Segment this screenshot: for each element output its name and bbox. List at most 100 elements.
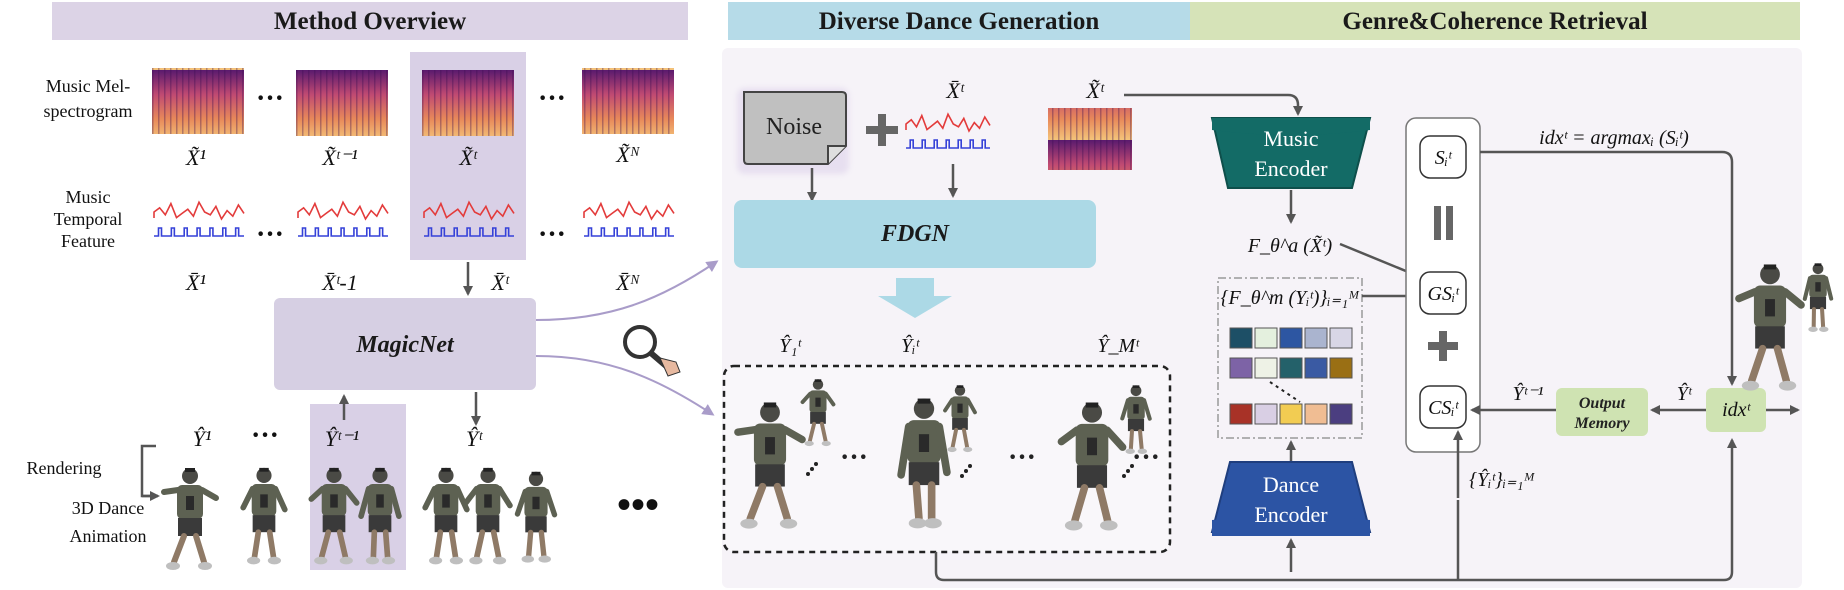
noise-label: Noise [766, 114, 822, 140]
temporal-feature-t-minus-1 [297, 200, 389, 237]
generation-mel-label: X̃ᵗ [1085, 78, 1104, 103]
fdgn-label: FDGN [880, 221, 951, 247]
temporal-ellipsis-1: ··· [256, 219, 284, 250]
magicnet-label: MagicNet [355, 332, 455, 358]
selected-dancer-small [1802, 263, 1834, 332]
feature-swatch-r3-c2 [1254, 403, 1278, 425]
spectrogram-1 [152, 68, 244, 134]
temporal-index-t: X̄ᵗ [490, 270, 509, 295]
method-overview-title: Method Overview [274, 8, 466, 35]
mel-index-t: X̃ᵗ [458, 145, 477, 170]
dance-encoder-label-1: Dance [1263, 472, 1319, 497]
spectrogram-n [582, 68, 674, 134]
magicnet-box: MagicNet [274, 298, 536, 390]
idx-box: idxᵗ [1706, 388, 1766, 432]
temporal-ellipsis-2: ··· [538, 219, 566, 250]
mel-label-line2: spectrogram [44, 101, 133, 121]
temporal-label-line2: Temporal [54, 209, 123, 229]
header-genre-retrieval: Genre&Coherence Retrieval [1190, 2, 1800, 40]
mel-ellipsis-1: ··· [256, 83, 284, 114]
output-label-t: Ŷᵗ [466, 426, 483, 451]
feature-swatch-r2-c4 [1304, 357, 1328, 379]
feature-swatch-r2-c3 [1279, 357, 1303, 379]
parallel-icon [1434, 206, 1453, 240]
output-memory: Output Memory [1556, 388, 1648, 436]
motion-feature-box [1217, 277, 1363, 439]
cs-score-box: CSᵢᵗ [1419, 385, 1467, 429]
animation-label-line2: Animation [70, 526, 147, 546]
motion-feature-label: {F_θ^m (Yᵢᵗ)}ᵢ₌₁ᴹ [1221, 287, 1361, 309]
dance-encoder: Dance Encoder [1210, 461, 1372, 536]
idx-formula: idxᵗ = argmaxᵢ (Sᵢᵗ) [1539, 127, 1689, 149]
generation-temporal-label: X̄ᵗ [945, 78, 964, 103]
s-score-box: Sᵢᵗ [1419, 135, 1467, 179]
plus-icon-score [1428, 331, 1458, 361]
gs-score-box: GSᵢᵗ [1419, 271, 1467, 315]
music-encoder-label-2: Encoder [1254, 156, 1328, 181]
header-diverse-generation: Diverse Dance Generation [728, 2, 1190, 40]
genre-retrieval-title: Genre&Coherence Retrieval [1342, 8, 1647, 35]
rendering-label: Rendering [27, 458, 102, 478]
output-ellipsis: ··· [251, 420, 279, 451]
svg-text:···: ··· [1132, 442, 1160, 473]
feature-swatch-r1-c3 [1279, 327, 1303, 349]
temporal-feature-n [583, 200, 675, 237]
swatch-ellipsis [1269, 381, 1301, 403]
dancer-frame-3 [308, 467, 360, 565]
selected-dancer-main [1735, 264, 1805, 391]
candidate-set-label: {Ŷᵢᵗ}ᵢ₌₁ᴹ [1469, 468, 1535, 491]
output-label-t-minus-1: Ŷᵗ⁻¹ [325, 426, 359, 451]
dancer-frame-1 [161, 468, 219, 570]
temporal-index-n: X̄ᴺ [615, 270, 640, 295]
feature-swatch-r3-c4 [1304, 403, 1328, 425]
magnifier-icon [623, 325, 681, 377]
music-encoder-label-1: Music [1264, 126, 1319, 151]
dancer-frame-5 [422, 467, 470, 565]
candidate-dancer-1-main [734, 402, 806, 529]
dancer-trailing-dots: ••• [617, 482, 659, 527]
fdgn-box: FDGN [734, 200, 1096, 268]
feature-swatch-r2-c2 [1254, 357, 1278, 379]
feature-swatch-r2-c5 [1329, 357, 1353, 379]
dancer-frame-6 [463, 467, 513, 565]
magicnet-to-generation-arrow [535, 260, 719, 321]
svg-text:···: ··· [840, 442, 868, 473]
fdgn-down-arrow [878, 278, 952, 318]
previous-output-label: Ŷᵗ⁻¹ [1512, 382, 1543, 405]
noise-box: Noise [737, 88, 849, 174]
header-method-overview: Method Overview [52, 2, 688, 40]
candidate-label-m: Ŷ_Mᵗ [1097, 334, 1140, 357]
candidate-dancer-i-small [943, 385, 977, 453]
cs-score-label: CSᵢᵗ [1428, 397, 1460, 419]
feature-swatch-r2-c1 [1229, 357, 1253, 379]
dancer-frame-2 [240, 467, 288, 565]
feature-swatch-r3-c1 [1229, 403, 1253, 425]
bottom-feedback-line [934, 438, 1737, 582]
feature-swatch-r1-c2 [1254, 327, 1278, 349]
gs-score-label: GSᵢᵗ [1428, 283, 1461, 305]
candidate-label-i: Ŷᵢᵗ [901, 334, 920, 357]
dance-encoder-label-2: Encoder [1254, 502, 1328, 527]
selected-output-label: Ŷᵗ [1677, 382, 1693, 405]
svg-text:···: ··· [1008, 442, 1036, 473]
mel-index-1: X̃¹ [185, 145, 206, 170]
magicnet-to-output-arrow [535, 355, 715, 416]
mel-ellipsis-2: ··· [538, 83, 566, 114]
temporal-feature-1 [153, 200, 245, 237]
diverse-generation-title: Diverse Dance Generation [819, 8, 1100, 35]
feature-swatch-r1-c5 [1329, 327, 1353, 349]
feature-swatch-r1-c1 [1229, 327, 1253, 349]
mel-index-n: X̃ᴺ [615, 142, 640, 167]
candidate-dancer-i-main [897, 398, 951, 529]
temporal-index-1: X̄¹ [185, 270, 206, 295]
feature-swatch-r1-c4 [1304, 327, 1328, 349]
right-panel-background [722, 48, 1802, 588]
candidate-label-1: Ŷ₁ᵗ [779, 334, 802, 357]
output-memory-label-1: Output [1579, 395, 1626, 412]
mel-index-t-minus-1: X̃ᵗ⁻¹ [321, 145, 357, 170]
dancer-frame-4 [358, 467, 402, 565]
idx-label: idxᵗ [1722, 399, 1751, 421]
output-label-1: Ŷ¹ [193, 426, 212, 451]
feature-swatch-r3-c5 [1329, 403, 1353, 425]
